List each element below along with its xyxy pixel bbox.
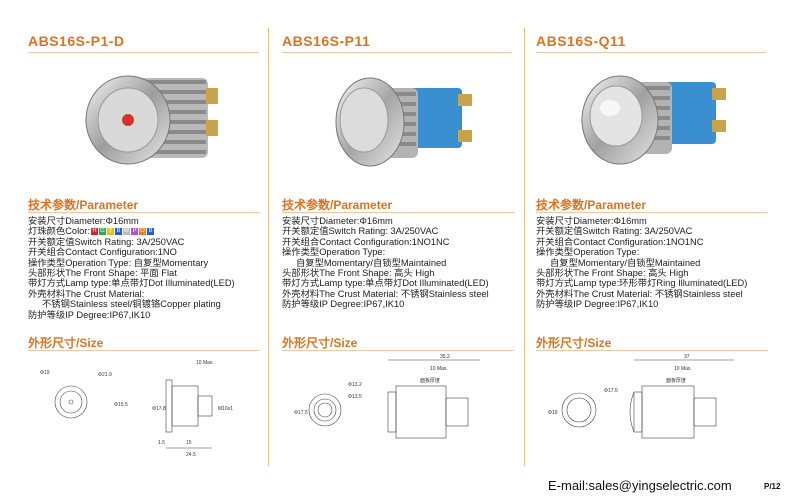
product-model-title: ABS16S-P1-D (28, 33, 125, 49)
heading-underline (536, 350, 768, 351)
dim-label: Φ17.8 (152, 406, 166, 412)
spec-line: 开关额定值Switch Rating: 3A/250VAC (28, 236, 185, 247)
size-heading: 外形尺寸/Size (28, 336, 104, 350)
spec-line: 头部形状The Front Shape: 高头 High (282, 268, 435, 279)
spec-line: 安装尺寸Diameter:Φ16mm (536, 216, 647, 226)
title-underline (28, 52, 258, 53)
dim-label: Φ17.5 (604, 388, 618, 394)
dim-label: 1.5 (158, 440, 165, 446)
heading-underline (28, 212, 260, 213)
spec-line: 带灯方式Lamp type:单点带灯Dot Illuminated(LED) (282, 278, 489, 289)
color-swatch: R (91, 228, 98, 236)
dimension-drawing: 37 10 Max. 面板厚度 Φ19 Φ17.5 (548, 354, 734, 439)
dim-label: 37 (684, 354, 690, 360)
spec-list: 安装尺寸Diameter:Φ16mm 开关额定值Switch Rating: 3… (536, 216, 776, 310)
product-model-title: ABS16S-Q11 (536, 33, 626, 49)
product-photo (581, 75, 726, 165)
dim-label: 面板厚度 (666, 377, 686, 384)
spec-line: 开关组合Contact Configuration:1NO1NC (536, 236, 704, 247)
spec-line: 头部形状The Front Shape: 平面 Flat (28, 268, 177, 279)
dim-label: M16x1 (218, 406, 233, 412)
spec-line: 带灯方式Lamp type:单点带灯Dot Illuminated(LED) (28, 278, 235, 289)
spec-line: 不锈钢Stainless steel/铜镀铬Copper plating (42, 299, 221, 310)
spec-line: 外壳材料The Crust Material: 不锈钢Stainless ste… (536, 288, 743, 299)
parameter-heading: 技术参数/Parameter (536, 198, 647, 212)
spec-line: 操作类型Operation Type: 自复型Momentary (28, 257, 209, 268)
dim-label: Φ13.5 (348, 394, 362, 400)
heading-underline (28, 350, 260, 351)
color-swatch: P (131, 228, 138, 236)
spec-line: 开关组合Contact Configuration:1NO1NC (282, 236, 450, 247)
spec-line: 带灯方式Lamp type:环形带灯Ring Illuminated(LED) (536, 278, 748, 289)
heading-underline (282, 212, 514, 213)
page-number: P/12 (764, 482, 781, 491)
size-heading: 外形尺寸/Size (282, 336, 358, 350)
color-swatch: O (139, 228, 146, 236)
spec-line: 开关额定值Switch Rating: 3A/250VAC (282, 226, 439, 237)
parameter-heading: 技术参数/Parameter (28, 198, 139, 212)
spec-line: 开关组合Contact Configuration:1NO (28, 247, 177, 258)
spec-line: 防护等级IP Degree:IP67,IK10 (536, 299, 659, 310)
heading-underline (282, 350, 514, 351)
dimension-drawing: 35.2 10 Max. 面板厚度 Φ17.5 Φ13.2 Φ13.5 (294, 354, 480, 439)
spec-line: 操作类型Operation Type: (282, 247, 386, 258)
dim-label: 10 Max. (196, 360, 214, 366)
spec-line: 操作类型Operation Type: (536, 247, 640, 258)
heading-underline (536, 212, 768, 213)
dim-label: 24.5 (186, 452, 196, 458)
parameter-heading: 技术参数/Parameter (282, 198, 393, 212)
spec-list: 安装尺寸Diameter:Φ16mm 开关额定值Switch Rating: 3… (282, 216, 522, 310)
dim-label: Φ13.2 (348, 382, 362, 388)
column-divider (524, 28, 525, 466)
product-photo (85, 75, 218, 165)
title-underline (282, 52, 512, 53)
dim-label: 面板厚度 (420, 377, 440, 384)
dim-label: 10 Max. (430, 366, 448, 372)
spec-line: 安装尺寸Diameter:Φ16mm (28, 216, 139, 226)
spec-line: 自复型Momentary/自锁型Maintained (550, 257, 701, 268)
color-swatch: W (123, 228, 130, 236)
dim-label: 15 (186, 440, 192, 446)
dim-label: Φ15.5 (114, 402, 128, 408)
dim-label: 10 Max. (674, 366, 692, 372)
title-underline (536, 52, 766, 53)
product-model-title: ABS16S-P11 (282, 33, 371, 49)
product-photo (335, 77, 472, 167)
column-divider (268, 28, 269, 466)
spec-line: 防护等级IP Degree:IP67,IK10 (28, 309, 151, 320)
spec-line: 防护等级IP Degree:IP67,IK10 (282, 299, 405, 310)
dimension-drawing: Φ19 Φ21.9 Φ17.8 Φ15.5 10 Max. M16x1 1.5 … (40, 360, 233, 458)
dim-label: Φ19 (548, 410, 558, 416)
dim-label: Φ19 (40, 370, 50, 376)
color-swatch: B (147, 228, 154, 236)
product-column-2: ABS16S-P11 技术参数/Parameter 安装尺寸Diameter:Φ… (276, 0, 518, 470)
dim-label: 35.2 (440, 354, 450, 360)
contact-email: E-mail:sales@yingselectric.com (548, 478, 732, 493)
spec-line: 头部形状The Front Shape: 高头 High (536, 268, 689, 279)
spec-line: 自复型Momentary/自锁型Maintained (296, 257, 447, 268)
size-heading: 外形尺寸/Size (536, 336, 612, 350)
spec-line: 开关额定值Switch Rating: 3A/250VAC (536, 226, 693, 237)
color-swatch: Y (107, 228, 114, 236)
spec-line: 安装尺寸Diameter:Φ16mm (282, 216, 393, 226)
color-swatch: G (99, 228, 106, 236)
spec-line: 外壳材料The Crust Material: 不锈钢Stainless ste… (282, 288, 489, 299)
color-swatch: B (115, 228, 122, 236)
dim-label: Φ17.5 (294, 410, 308, 416)
product-column-1: ABS16S-P1-D 技术参数/Parameter 安装尺寸Diameter:… (22, 0, 262, 470)
dim-label: Φ21.9 (98, 372, 112, 378)
product-column-3: ABS16S-Q11 技术参数/Parameter 安装尺寸Diameter:Φ… (530, 0, 780, 470)
spec-line-text: 灯珠颜色Color: (28, 226, 90, 237)
spec-line: 外壳材料The Crust Material: (28, 288, 145, 299)
